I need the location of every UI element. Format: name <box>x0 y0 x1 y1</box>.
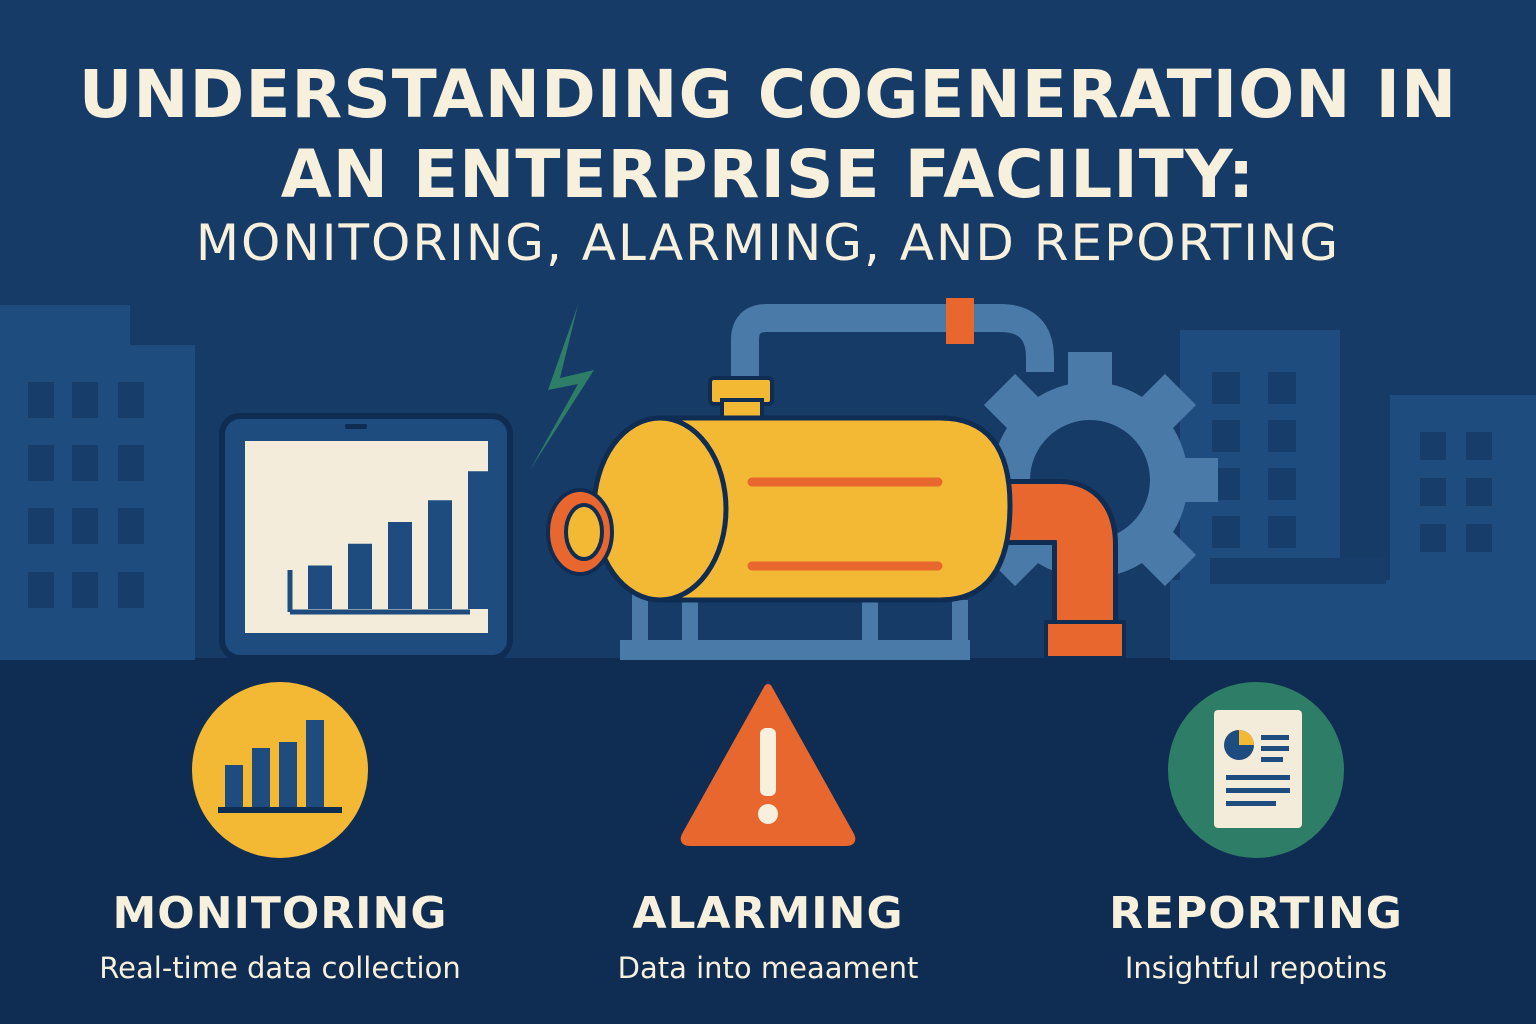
tablet-bar <box>428 500 452 609</box>
feature-monitoring: MONITORING Real-time data collection <box>50 680 510 985</box>
tablet-bar <box>308 565 332 609</box>
feature-desc-alarming: Data into meaament <box>617 951 919 985</box>
feature-alarming: ALARMING Data into meaament <box>538 680 998 985</box>
tablet-bar <box>468 471 492 609</box>
title-line-2: AN ENTERPRISE FACILITY: <box>280 136 1256 213</box>
feature-label-alarming: ALARMING <box>632 888 904 939</box>
generator-icon <box>546 376 1013 603</box>
tablet-bar <box>388 522 412 609</box>
bar-chart-icon <box>190 680 370 860</box>
outlet-pipe <box>985 479 1126 660</box>
skyline-windows <box>28 372 1492 608</box>
feature-desc-monitoring: Real-time data collection <box>99 951 461 985</box>
tablet-bar <box>348 543 372 609</box>
subtitle: MONITORING, ALARMING, AND REPORTING <box>195 214 1341 272</box>
steam-pipe <box>731 298 1054 392</box>
cogeneration-illustration <box>0 298 1536 660</box>
title-line-1: UNDERSTANDING COGENERATION IN <box>78 56 1458 133</box>
generator-base <box>620 640 970 660</box>
warning-icon <box>678 680 858 860</box>
feature-desc-reporting: Insightful repotins <box>1124 951 1388 985</box>
feature-label-reporting: REPORTING <box>1109 888 1403 939</box>
report-document-icon <box>1166 680 1346 860</box>
feature-reporting: REPORTING Insightful repotins <box>1026 680 1486 985</box>
tablet-chart-icon <box>219 413 513 660</box>
feature-label-monitoring: MONITORING <box>112 888 448 939</box>
lightning-icon <box>530 305 594 470</box>
